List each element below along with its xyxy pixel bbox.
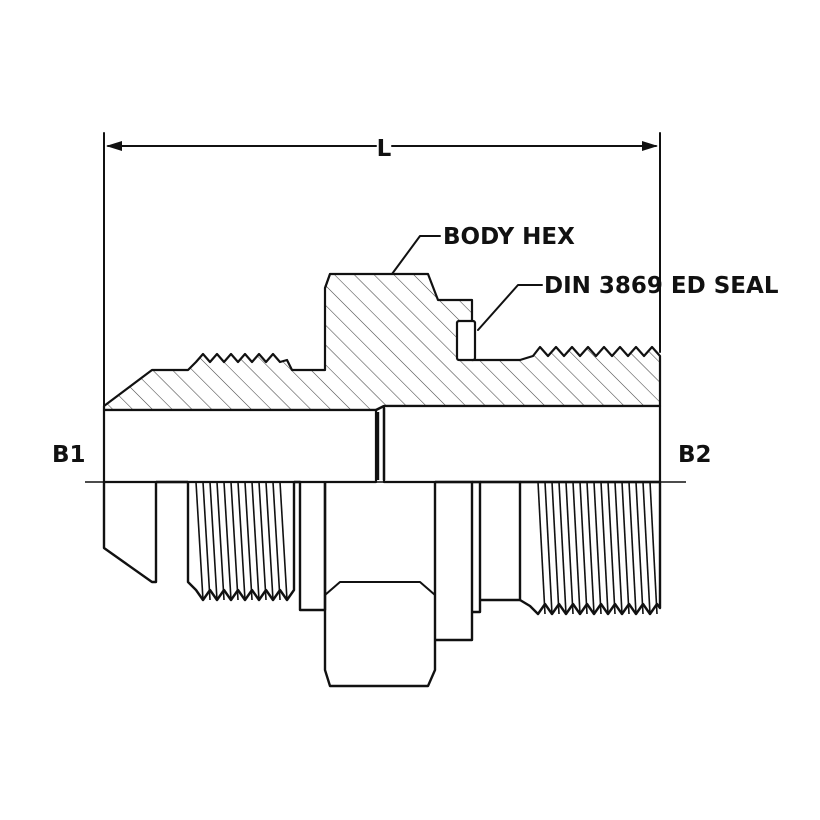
port-label-b2: B2 bbox=[678, 442, 712, 468]
seal-groove bbox=[455, 319, 477, 362]
external-view bbox=[102, 480, 662, 688]
dimension-label-l: L bbox=[377, 136, 392, 162]
bore bbox=[102, 408, 378, 484]
length-dimension: L bbox=[103, 132, 661, 409]
port-label-b1: B1 bbox=[52, 442, 86, 468]
right-thread-lines bbox=[537, 481, 658, 615]
callout-seal-label: DIN 3869 ED SEAL bbox=[544, 273, 779, 299]
body-section bbox=[102, 272, 662, 412]
callout-body-hex: BODY HEX bbox=[391, 224, 575, 275]
body-hex-view bbox=[323, 482, 437, 688]
left-thread-lines bbox=[195, 481, 288, 601]
callout-body-hex-label: BODY HEX bbox=[443, 224, 575, 250]
section-view bbox=[102, 272, 662, 484]
callout-seal: DIN 3869 ED SEAL bbox=[477, 273, 779, 331]
